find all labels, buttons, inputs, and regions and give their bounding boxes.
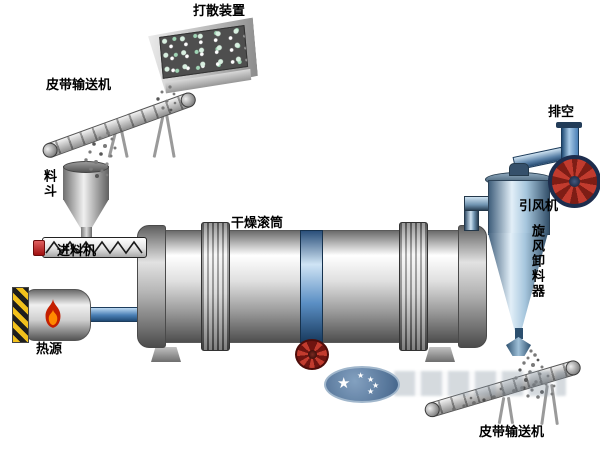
hopper-outlet — [81, 227, 92, 240]
label-drying-drum: 干燥滚筒 — [231, 216, 284, 231]
riding-ring-left — [201, 222, 230, 351]
label-induced-draft-fan: 引风机 — [519, 199, 559, 214]
hopper-cone — [63, 199, 109, 229]
star-icon: ★ — [372, 381, 380, 390]
drive-gear-icon — [295, 339, 329, 370]
flame-icon — [45, 299, 61, 328]
stack-flange — [556, 122, 582, 128]
watermark-ghost-text — [394, 371, 566, 396]
label-heat-source: 热源 — [36, 342, 63, 357]
material-stream-to-hopper — [84, 131, 117, 178]
label-hopper: 料斗 — [40, 169, 56, 199]
material-stream-from-cyclone — [514, 349, 556, 399]
cyclone-barrel — [488, 180, 550, 235]
material-stream-from-scatter — [156, 85, 177, 112]
star-icon: ★ — [367, 375, 375, 384]
feeder-end-cap — [33, 240, 45, 256]
label-belt-conveyor-top: 皮带输送机 — [46, 78, 112, 93]
label-feeder: 进料机 — [57, 244, 97, 259]
burner-hazard-panel — [12, 287, 29, 343]
watermark-logo: ★ ★ ★ ★ ★ — [324, 366, 400, 403]
cyclone-top-cap — [509, 163, 529, 176]
drum-support-left — [151, 347, 181, 362]
scatter-device — [147, 18, 259, 95]
cyclone-dip-tube — [515, 328, 523, 339]
drum-support-right — [425, 347, 455, 362]
star-icon: ★ — [357, 371, 365, 380]
fan-impeller-icon — [548, 155, 600, 208]
label-belt-conveyor-bottom: 皮带输送机 — [479, 425, 545, 440]
label-cyclone-discharger: 旋风卸料器 — [528, 224, 544, 299]
screw-feeder — [42, 237, 147, 258]
cyclone-discharge-valve — [506, 337, 531, 356]
star-icon: ★ — [367, 387, 375, 396]
riding-ring-right — [399, 222, 428, 351]
label-exhaust: 排空 — [548, 105, 575, 120]
heat-source-furnace — [25, 289, 91, 341]
screw-auger-icon — [45, 240, 143, 255]
label-scatter-device: 打散装置 — [193, 4, 246, 19]
drum-discharge-hood — [458, 225, 487, 348]
drive-girth-band — [300, 230, 323, 343]
star-icon: ★ — [337, 374, 351, 392]
hot-air-pipe — [87, 307, 142, 322]
